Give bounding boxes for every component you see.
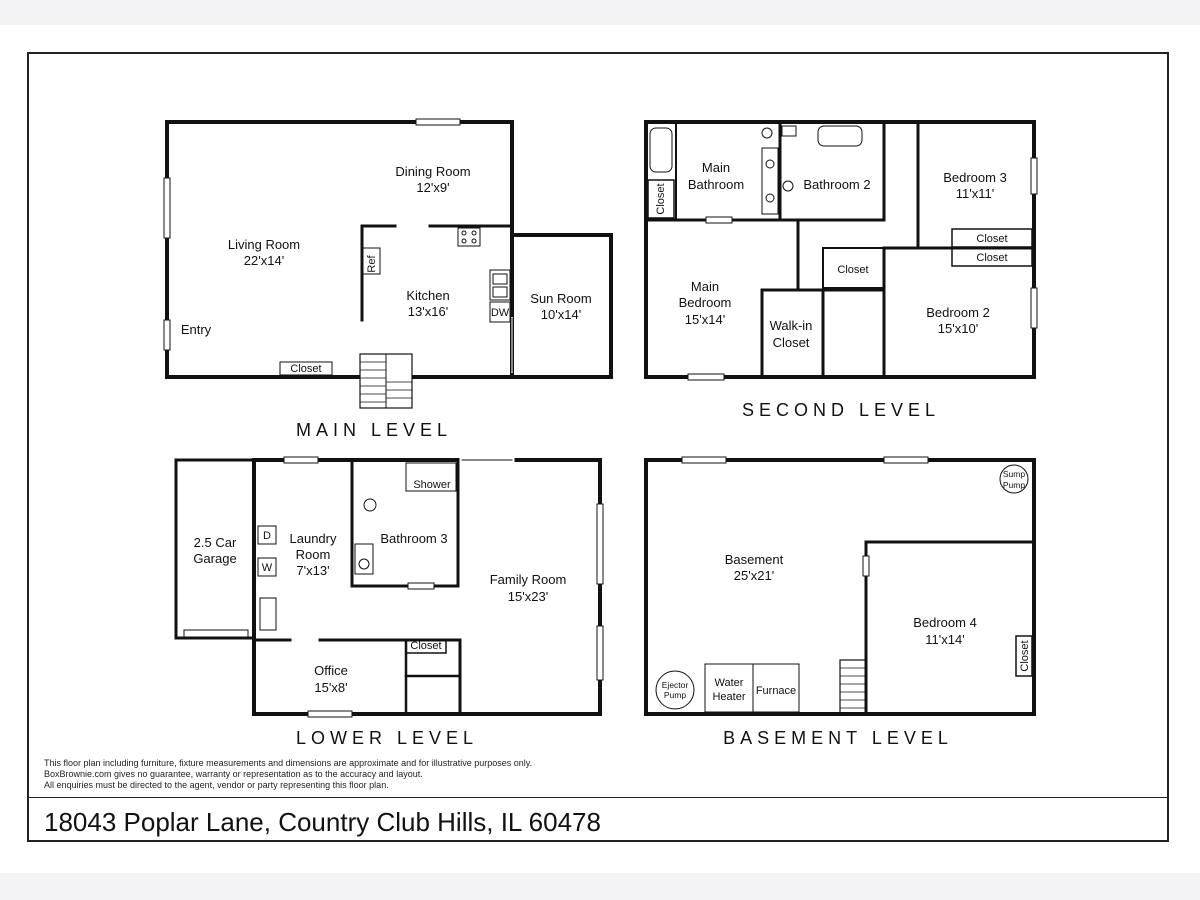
main-level-plan bbox=[163, 118, 613, 409]
level-title: BASEMENT LEVEL bbox=[723, 728, 953, 748]
room-name: Main bbox=[702, 160, 730, 175]
room-size: 13'x16' bbox=[408, 304, 448, 319]
room-name: Family Room bbox=[490, 572, 567, 587]
room-size: 22'x14' bbox=[244, 253, 284, 268]
room-name: Bedroom bbox=[679, 295, 732, 310]
room-name: Closet bbox=[773, 335, 810, 350]
closet-label: Closet bbox=[976, 233, 1007, 245]
room-name: Dining Room bbox=[395, 164, 470, 179]
room-name: 2.5 Car bbox=[194, 535, 237, 550]
dryer-label: D bbox=[263, 530, 271, 542]
room-name: Bedroom 3 bbox=[943, 170, 1007, 185]
disclaimer-line: All enquiries must be directed to the ag… bbox=[44, 780, 389, 790]
disclaimer-line: This floor plan including furniture, fix… bbox=[44, 758, 533, 768]
room-name: Walk-in bbox=[770, 318, 813, 333]
closet-label: Closet bbox=[290, 363, 321, 375]
closet-label: Closet bbox=[837, 264, 868, 276]
water-heater-label: Heater bbox=[712, 691, 745, 703]
room-name: Main bbox=[691, 279, 719, 294]
room-name: Bedroom 4 bbox=[913, 615, 977, 630]
lower-level-labels: 2.5 Car Garage Laundry Room 7'x13' Bathr… bbox=[193, 479, 566, 748]
room-size: 15'x14' bbox=[685, 312, 725, 327]
closet-label: Closet bbox=[976, 252, 1007, 264]
floor-plan-sheet: This floor plan including furniture, fix… bbox=[0, 25, 1200, 873]
room-size: 15'x8' bbox=[314, 680, 347, 695]
room-size: 7'x13' bbox=[296, 563, 329, 578]
footer-divider bbox=[27, 797, 1169, 798]
closet-label: Closet bbox=[1019, 640, 1031, 671]
washer-label: W bbox=[262, 562, 273, 574]
sump-pump-label: Sump bbox=[1003, 469, 1025, 479]
second-level-plan bbox=[644, 120, 1038, 381]
room-name: Laundry bbox=[290, 531, 337, 546]
shower-label: Shower bbox=[413, 479, 451, 491]
room-size: 10'x14' bbox=[541, 307, 581, 322]
water-heater-label: Water bbox=[715, 677, 744, 689]
lower-level-plan bbox=[174, 456, 604, 718]
level-title: MAIN LEVEL bbox=[296, 420, 452, 440]
ejector-pump-label: Ejector bbox=[662, 680, 689, 690]
second-level-labels: Main Bathroom Bathroom 2 Bedroom 3 11'x1… bbox=[655, 160, 1008, 420]
sheet-frame bbox=[27, 52, 1169, 842]
dishwasher-label: DW bbox=[491, 307, 510, 319]
room-size: 25'x21' bbox=[734, 568, 774, 583]
room-name: Bathroom 2 bbox=[803, 177, 870, 192]
property-address: 18043 Poplar Lane, Country Club Hills, I… bbox=[44, 807, 601, 837]
room-size: 15'x10' bbox=[938, 321, 978, 336]
level-title: LOWER LEVEL bbox=[296, 728, 478, 748]
sump-pump-label: Pump bbox=[1003, 480, 1025, 490]
entry-label: Entry bbox=[181, 322, 212, 337]
basement-level-plan bbox=[644, 456, 1036, 716]
ejector-pump-label: Pump bbox=[664, 690, 686, 700]
furnace-label: Furnace bbox=[756, 685, 796, 697]
room-name: Sun Room bbox=[530, 291, 591, 306]
room-size: 11'x14' bbox=[925, 632, 964, 647]
closet-label: Closet bbox=[655, 183, 667, 214]
room-name: Garage bbox=[193, 551, 236, 566]
main-level-labels: Dining Room 12'x9' Living Room 22'x14' K… bbox=[181, 164, 592, 440]
fridge-label: Ref bbox=[366, 255, 378, 273]
room-name: Living Room bbox=[228, 237, 300, 252]
room-name: Basement bbox=[725, 552, 784, 567]
disclaimer-line: BoxBrownie.com gives no guarantee, warra… bbox=[44, 769, 423, 779]
room-size: 15'x23' bbox=[508, 589, 548, 604]
closet-label: Closet bbox=[410, 640, 441, 652]
room-name: Room bbox=[296, 547, 331, 562]
room-name: Bathroom bbox=[688, 177, 744, 192]
basement-level-labels: Basement 25'x21' Bedroom 4 11'x14' Sump … bbox=[662, 469, 1031, 748]
room-name: Kitchen bbox=[406, 288, 449, 303]
level-title: SECOND LEVEL bbox=[742, 400, 940, 420]
disclaimer: This floor plan including furniture, fix… bbox=[44, 758, 532, 791]
room-size: 11'x11' bbox=[956, 186, 994, 201]
room-name: Office bbox=[314, 663, 348, 678]
room-name: Bathroom 3 bbox=[380, 531, 447, 546]
room-name: Bedroom 2 bbox=[926, 305, 990, 320]
room-size: 12'x9' bbox=[416, 180, 449, 195]
